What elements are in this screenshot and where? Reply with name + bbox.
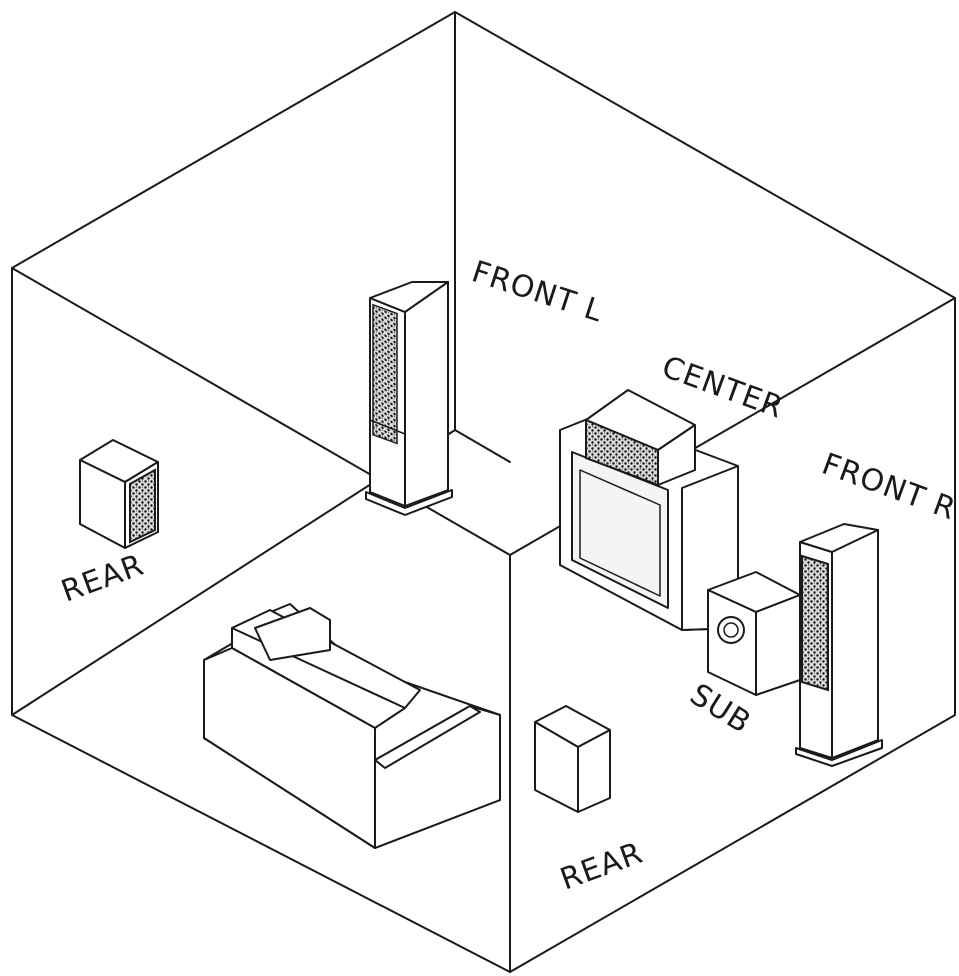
front-right-speaker xyxy=(795,523,883,767)
center-label: CENTER xyxy=(657,350,788,426)
rear-left-label: REAR xyxy=(57,547,149,609)
rear-right-label: REAR xyxy=(556,835,648,897)
front-left-label: FRONT L xyxy=(468,254,608,329)
front-left-speaker xyxy=(365,281,453,516)
rear-left-speaker xyxy=(79,439,159,549)
couch xyxy=(203,603,501,849)
room-right-floor-edge-a xyxy=(454,429,511,463)
subwoofer xyxy=(707,571,801,696)
center-speaker xyxy=(585,389,696,487)
rear-right-speaker xyxy=(534,705,611,813)
front-right-label: FRONT R xyxy=(817,447,959,528)
